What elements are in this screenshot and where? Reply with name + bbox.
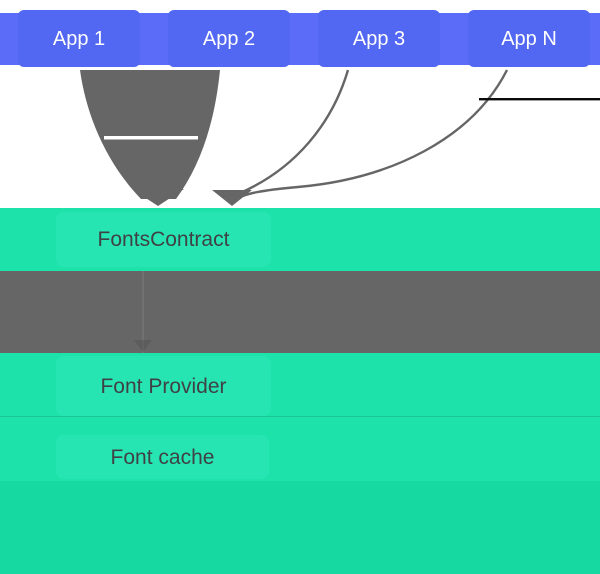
app-n-box: App N <box>468 10 590 67</box>
app-2-box: App 2 <box>168 10 290 67</box>
fonts-contract-label: FontsContract <box>97 228 230 251</box>
app-1-box: App 1 <box>18 10 140 67</box>
font-cache-label: Font cache <box>110 445 215 469</box>
gray-band-seam <box>142 271 144 353</box>
font-cache-box: Font cache <box>56 435 269 479</box>
app-2-label: App 2 <box>202 27 256 50</box>
down-arrowhead-icon <box>134 340 152 352</box>
converging-arrows-icon <box>80 69 600 206</box>
app-n-label: App N <box>501 27 557 50</box>
fonts-contract-box: FontsContract <box>56 212 271 267</box>
app-3-label: App 3 <box>352 27 406 50</box>
gray-band <box>0 271 600 353</box>
app-3-box: App 3 <box>318 10 440 67</box>
app-1-label: App 1 <box>52 27 106 50</box>
font-provider-box: Font Provider <box>56 356 271 416</box>
font-provider-label: Font Provider <box>100 374 227 398</box>
bottom-band <box>0 481 600 574</box>
